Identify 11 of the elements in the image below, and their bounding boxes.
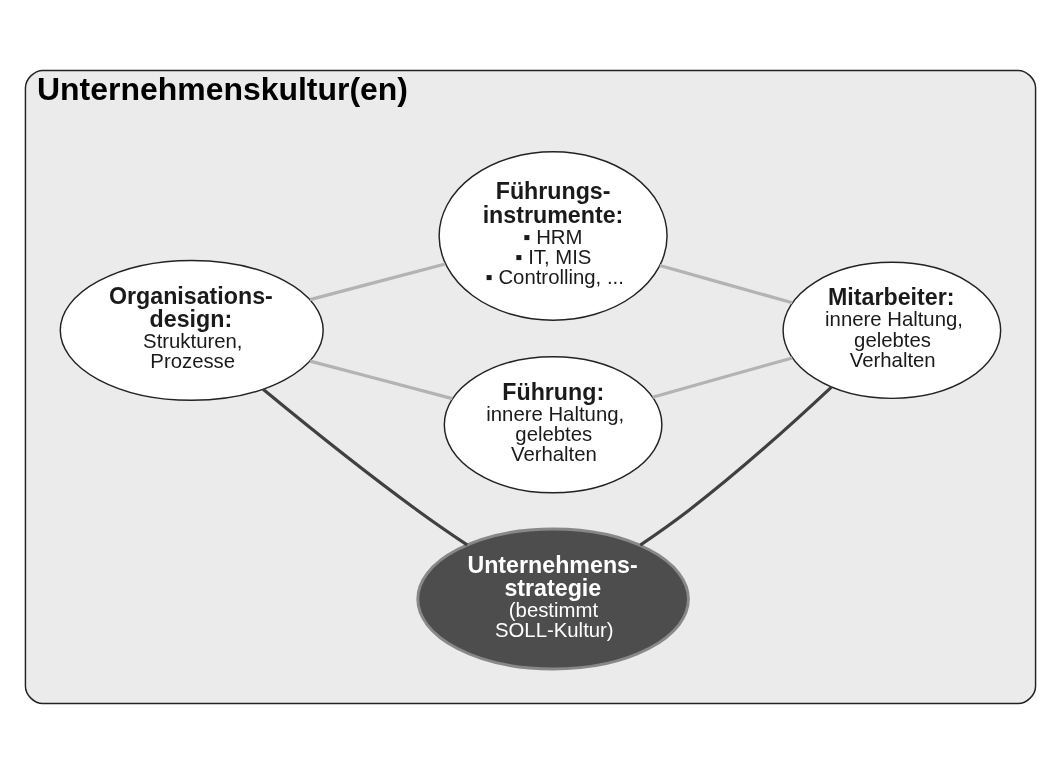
- node-ellipse: Organisations- design: Strukturen, Prozesse: [59, 259, 324, 401]
- node-ellipse: Mitarbeiter: innere Haltung, gelebtes Verhalten: [782, 261, 1002, 399]
- connector: [262, 387, 469, 546]
- node-ellipse: Unternehmens- strategie (bestimmt SOLL-Kultur): [416, 527, 690, 670]
- connector: [652, 355, 793, 399]
- node-ellipse: Führung: innere Haltung, gelebtes Verhalten: [443, 355, 663, 493]
- node-ellipse: Führungs- instrumente: ▪ HRM ▪ IT, MIS ▪ Controlling, ...: [438, 150, 668, 321]
- connector: [659, 263, 793, 304]
- connector: [639, 385, 833, 546]
- connector: [309, 261, 446, 301]
- connector: [309, 359, 453, 400]
